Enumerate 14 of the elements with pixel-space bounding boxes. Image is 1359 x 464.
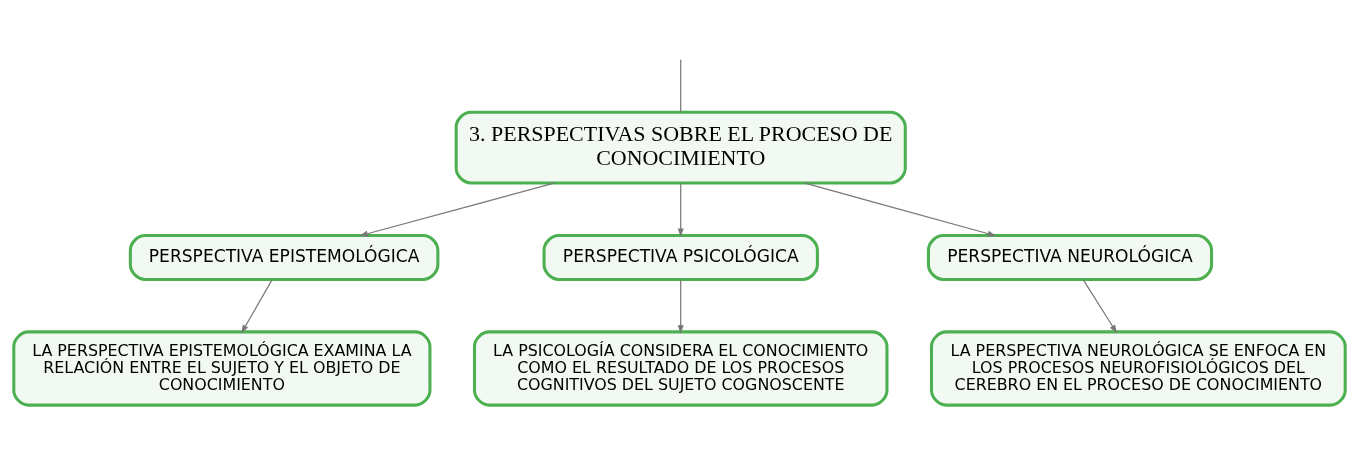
arrow (1082, 279, 1118, 334)
arrow (359, 182, 555, 237)
node-box: PERSPECTIVA PSICOLÓGICA (542, 233, 819, 281)
node-box: PERSPECTIVA EPISTEMOLÓGICA (128, 233, 440, 281)
arrow (804, 182, 997, 237)
node-box: 3. PERSPECTIVAS SOBRE EL PROCESO DE CONOCIMIENTO (454, 110, 907, 185)
arrow (241, 279, 273, 334)
node-box: LA PERSPECTIVA NEUROLÓGICA SE ENFOCA EN LOS PROCESOS NEUROFISIOLÓGICOS DEL CEREBRO EN EL PROCESO DE CONOCIMIENTO (929, 330, 1347, 407)
arrow (677, 182, 684, 238)
node-box: LA PSICOLOGÍA CONSIDERA EL CONOCIMIENTO COMO EL RESULTADO DE LOS PROCESOS COGNITIVOS DEL SUJETO COGNOSCENTE (472, 330, 889, 407)
node-box: LA PERSPECTIVA EPISTEMOLÓGICA EXAMINA LA RELACIÓN ENTRE EL SUJETO Y EL OBJETO DE CONOCIMIENTO (12, 330, 432, 407)
arrow (677, 279, 684, 334)
node-box: PERSPECTIVA NEUROLÓGICA (926, 233, 1214, 281)
connector (680, 59, 682, 113)
